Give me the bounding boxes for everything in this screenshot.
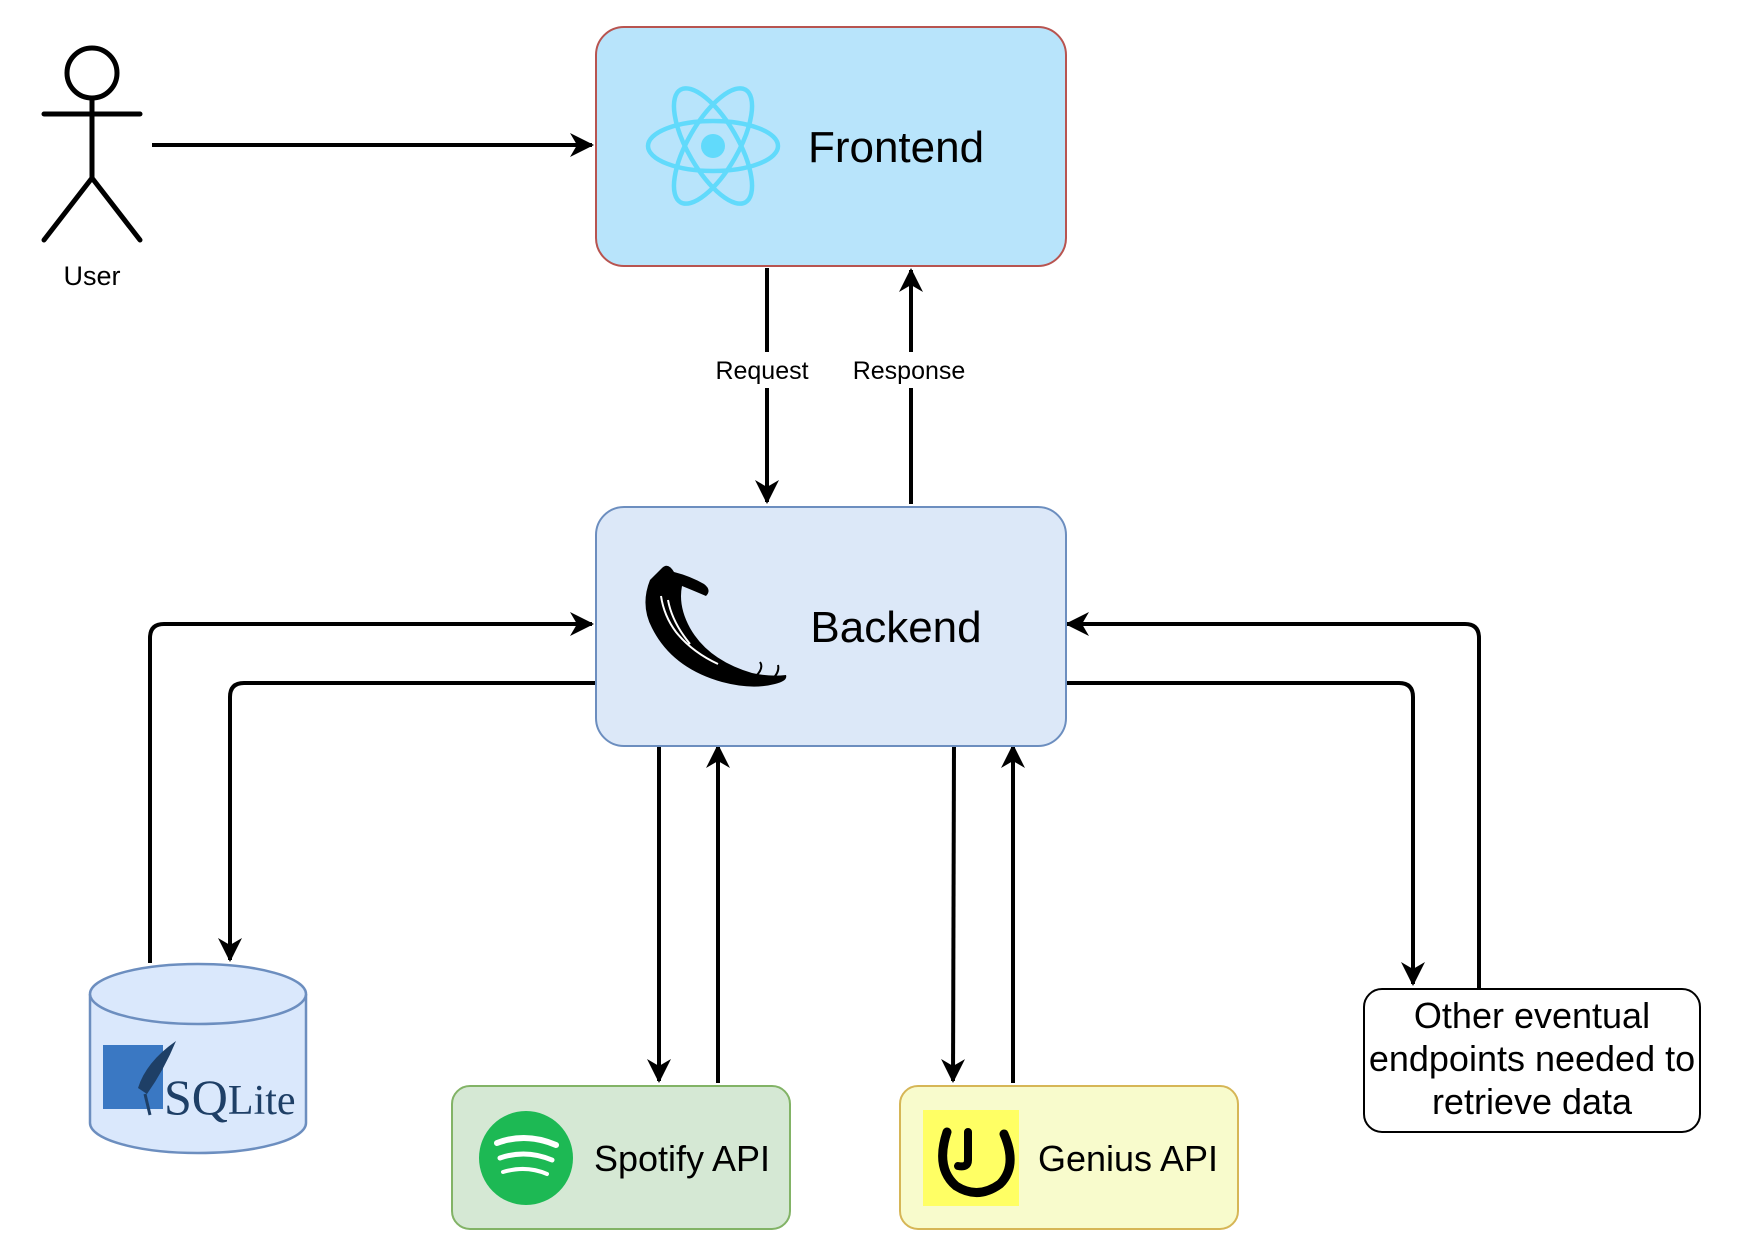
frontend-label: Frontend [808,123,984,172]
spotify-label: Spotify API [594,1138,770,1179]
genius-node[interactable]: Genius API [899,1085,1239,1230]
database-cylinder [88,962,308,1155]
edge-label-response: Response [853,357,966,385]
other-endpoints-line-2: endpoints needed to [1369,1038,1695,1079]
react-icon [645,86,781,206]
sqlite-label: SQLite [164,1069,296,1125]
sqlite-icon [103,1041,176,1116]
label-response-group: Response [846,352,976,388]
other-endpoints-box [1363,988,1701,1133]
frontend-node[interactable]: Frontend [595,26,1067,267]
genius-label: Genius API [1038,1138,1218,1179]
spotify-icon [479,1111,573,1205]
edge-other-to-backend [1065,612,1481,988]
user-label: User [63,261,120,291]
user-actor[interactable]: User [41,45,143,291]
genius-icon [923,1110,1019,1206]
sqlite-node[interactable]: SQLite [88,962,308,1155]
label-request-group: Request [711,352,823,388]
backend-node[interactable]: Backend [595,506,1067,747]
edge-backend-to-sqlite [218,681,596,962]
edge-backend-to-other [1067,681,1425,986]
frontend-box [595,26,1067,267]
other-endpoints-node[interactable]: Other eventual endpoints needed to retri… [1363,988,1701,1133]
edge-sqlite-to-backend [148,612,594,963]
backend-label: Backend [810,603,981,652]
backend-box [595,506,1067,747]
other-endpoints-line-1: Other eventual [1414,995,1650,1036]
user-icon [41,45,143,243]
edge-label-request: Request [715,357,808,385]
edge-backend-to-genius [941,743,966,1083]
other-endpoints-line-3: retrieve data [1432,1081,1633,1122]
spotify-node[interactable]: Spotify API [451,1085,791,1230]
flask-icon [645,565,787,687]
